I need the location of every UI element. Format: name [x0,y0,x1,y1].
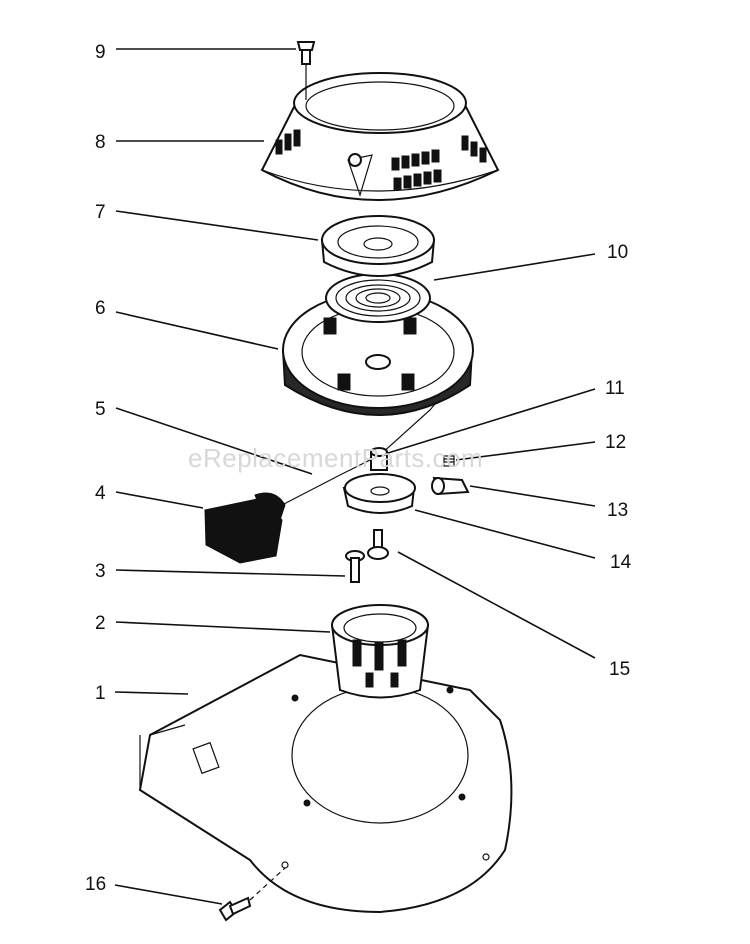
callout-12: 12 [605,432,626,453]
part-bolt [345,550,365,583]
callout-6: 6 [95,298,106,319]
part-starter-cup [330,604,430,699]
callout-16: 16 [85,874,106,895]
part-bottom-screw [218,896,252,922]
callout-7: 7 [95,202,106,223]
callout-4: 4 [95,483,106,504]
callout-15: 15 [609,659,630,680]
part-small-spring [443,455,455,467]
part-starter-handle [204,492,286,564]
part-pulley [281,291,474,416]
part-recoil-spring [325,273,431,323]
callout-9: 9 [95,42,106,63]
part-pawl [431,476,470,496]
part-top-screw [296,41,316,65]
callout-11: 11 [605,378,625,399]
callout-13: 13 [607,500,628,521]
part-spring-cover [320,215,436,277]
part-pawl-cam [342,473,416,514]
callout-2: 2 [95,613,106,634]
part-starter-cover [260,72,500,201]
callout-10: 10 [607,242,628,263]
callout-1: 1 [95,683,106,704]
callout-5: 5 [95,399,106,420]
watermark-text: eReplacementParts.com [188,443,483,473]
leader-lines [114,48,596,905]
callout-14: 14 [610,552,632,573]
part-shoulder-screw [367,529,389,560]
callout-labels: 1 2 3 4 5 6 7 8 9 10 11 12 13 14 15 16 [85,42,632,895]
callout-3: 3 [95,561,106,582]
part-blower-housing [138,653,513,914]
part-spindle [370,447,388,471]
screw-alignment-line [249,867,286,901]
callout-8: 8 [95,132,106,153]
